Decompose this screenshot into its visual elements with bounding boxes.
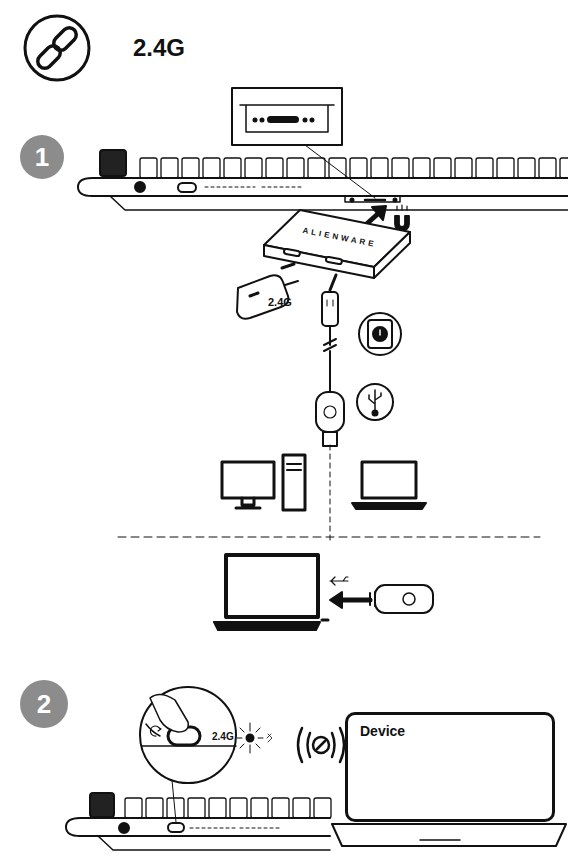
keyboard: [66, 793, 331, 850]
hub-outline: [262, 205, 412, 280]
switch-zoom: [140, 687, 272, 822]
dongle-label: 2.4G: [268, 296, 292, 308]
usb-icon: [357, 384, 393, 420]
laptop-base: [332, 824, 566, 846]
arrow-head: [372, 206, 386, 220]
usb-cable: [316, 275, 344, 446]
laptop-base: [420, 839, 460, 841]
step-number: 2: [20, 680, 68, 728]
step-number: 1: [20, 135, 64, 179]
magnet-icon: [395, 205, 409, 231]
callout-number: 2: [37, 689, 51, 720]
wireless-link-icon: [298, 728, 344, 762]
laptop-computer: [352, 462, 426, 509]
receiver-hub: ALIENWARE: [262, 205, 412, 280]
switch-position-label: 2.4G: [212, 731, 234, 742]
section-divider: [118, 537, 540, 538]
desktop-computer: [222, 455, 305, 510]
callout-number: 1: [35, 142, 49, 173]
screen-label: Device: [360, 723, 540, 739]
link-icon: [25, 16, 89, 80]
divider: [330, 445, 331, 540]
device-screen: Device: [345, 712, 555, 822]
laptop-with-dongle: [214, 555, 433, 630]
section-title: 2.4G: [133, 34, 185, 62]
port-zoom: [232, 88, 375, 198]
power-icon: [359, 313, 401, 355]
usb-dongle: [237, 264, 298, 319]
